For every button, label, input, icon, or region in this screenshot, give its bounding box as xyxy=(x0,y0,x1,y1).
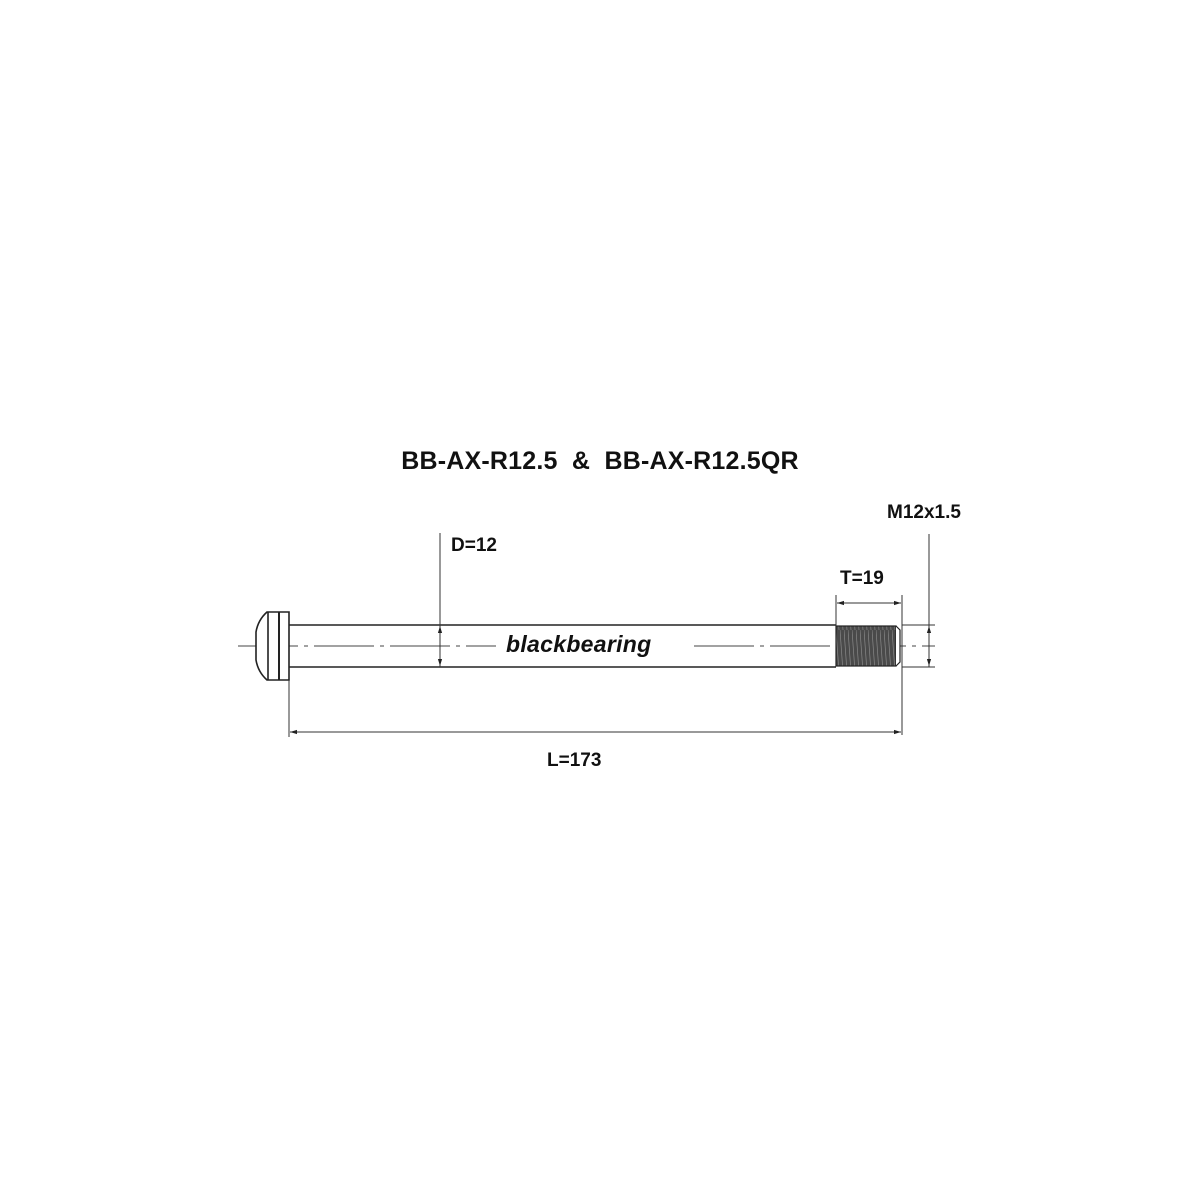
thread-length-dimension xyxy=(835,595,903,735)
thread-spec-dimension xyxy=(902,534,935,668)
thread-spec-label: M12x1.5 xyxy=(887,502,961,523)
length-dimension xyxy=(288,680,901,737)
brand-logo: blackbearing xyxy=(506,631,652,657)
drawing-title: BB-AX-R12.5 & BB-AX-R12.5QR xyxy=(401,447,799,475)
thread-length-label: T=19 xyxy=(840,568,884,589)
threaded-section xyxy=(835,625,901,667)
axle-shaft xyxy=(289,624,836,668)
diameter-label: D=12 xyxy=(451,535,497,556)
length-label: L=173 xyxy=(547,750,602,771)
axle-head xyxy=(255,611,290,681)
